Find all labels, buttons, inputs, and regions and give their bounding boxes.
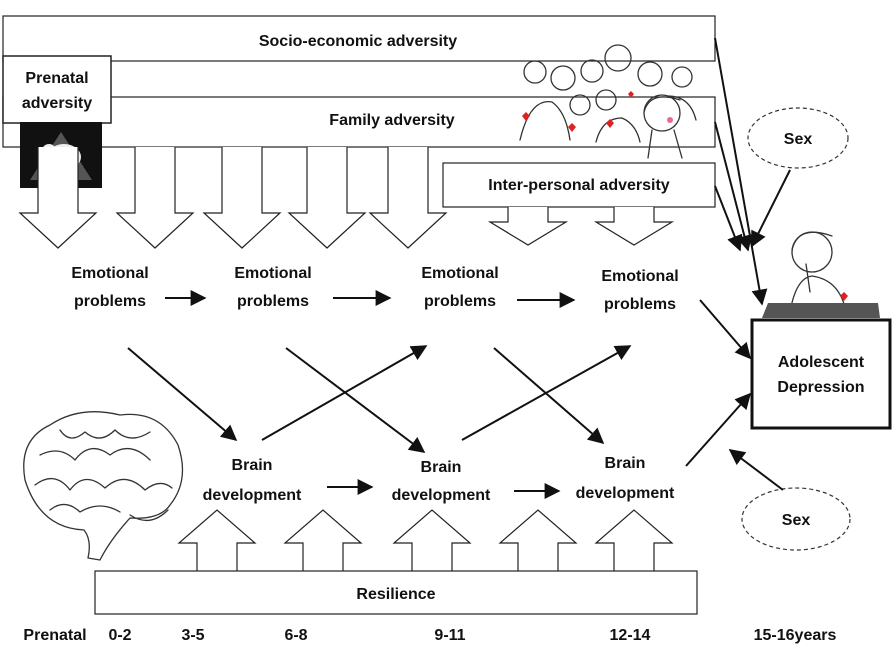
adolescent-depression-line1: Adolescent (778, 354, 865, 371)
down-arrows (18, 147, 675, 249)
emotional-problems-2-line1: Emotional (234, 265, 311, 282)
brain-development-1-line2: development (203, 487, 302, 504)
crowd-illustration (519, 44, 697, 143)
prenatal-adversity-box (2, 55, 112, 124)
brain-development-3-line2: development (576, 485, 675, 502)
brain-to-outcome-arrow (685, 392, 752, 467)
timeline-label-0: Prenatal (23, 627, 86, 644)
emotional-problems-1-line2: problems (74, 293, 146, 310)
brain-development-2-line2: development (392, 487, 491, 504)
socio-economic-label: Socio-economic adversity (259, 33, 457, 50)
socio-economic-bar (2, 15, 716, 62)
sex-label-top: Sex (784, 131, 813, 148)
timeline-label-5: 12-14 (610, 627, 651, 644)
sex-ellipse-top (747, 107, 849, 169)
timeline-label-1: 0-2 (108, 627, 131, 644)
prenatal-adversity-line1: Prenatal (25, 70, 88, 87)
cross-arrow-3 (285, 347, 426, 453)
sad-girl-illustration (643, 94, 683, 159)
emotional-to-outcome-arrow (699, 299, 752, 360)
interpersonal-adversity-bar (442, 162, 716, 208)
brain-illustration (23, 411, 184, 561)
cross-arrow-2 (261, 345, 428, 441)
timeline-label-4: 9-11 (434, 627, 465, 644)
brain-development-3-line1: Brain (605, 455, 646, 472)
cross-arrow-1 (127, 347, 238, 442)
adolescent-depression-box (750, 318, 892, 430)
timeline-label-2: 3-5 (181, 627, 204, 644)
adolescent-depression-line2: Depression (777, 379, 864, 396)
timeline-label-3: 6-8 (284, 627, 307, 644)
sad-girl-right-illustration (762, 231, 880, 318)
sex-ellipse-bottom (741, 487, 851, 551)
timeline-label-6: 15-16years (754, 627, 837, 644)
emotional-problems-1-line1: Emotional (71, 265, 148, 282)
emotional-problems-3-line2: problems (424, 293, 496, 310)
cross-arrow-5 (493, 347, 605, 445)
prenatal-adversity-line2: adversity (22, 95, 92, 112)
emotional-problems-2-line2: problems (237, 293, 309, 310)
resilience-label: Resilience (356, 586, 435, 603)
interpersonal-to-outcome-arrow (714, 185, 743, 252)
timeline: Prenatal 0-2 3-5 6-8 9-11 12-14 15-16yea… (23, 627, 836, 644)
sex-top-arrow (751, 169, 791, 248)
socio-to-outcome-arrow (714, 37, 768, 306)
resilience-bar (94, 570, 698, 615)
sex-label-bottom: Sex (782, 512, 811, 529)
emotional-problems-4-line1: Emotional (601, 268, 678, 285)
emotional-problems-3-line1: Emotional (421, 265, 498, 282)
up-arrows (177, 509, 674, 572)
brain-development-1-line1: Brain (232, 457, 273, 474)
interpersonal-adversity-label: Inter-personal adversity (488, 177, 670, 194)
family-to-outcome-arrow (714, 121, 753, 252)
sex-bottom-arrow (728, 449, 784, 491)
emotional-problems-4-line2: problems (604, 296, 676, 313)
family-adversity-label: Family adversity (329, 112, 455, 129)
brain-development-2-line1: Brain (421, 459, 462, 476)
